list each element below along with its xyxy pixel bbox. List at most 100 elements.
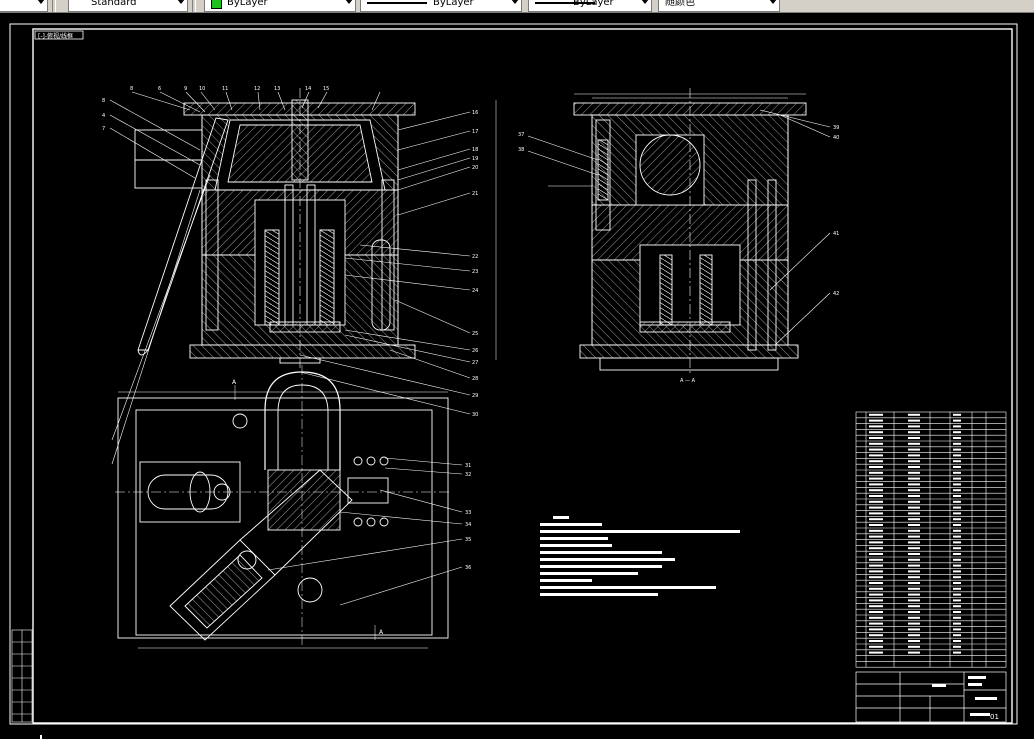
chevron-down-icon[interactable] — [511, 0, 519, 4]
parts-list-cell-text — [953, 541, 961, 544]
parts-list-cell-text — [908, 640, 920, 642]
parts-list-cell-text — [908, 564, 920, 567]
parts-list-cell-text — [953, 471, 961, 474]
parts-list-cell-text — [953, 506, 961, 509]
parts-list-cell-text — [953, 448, 961, 451]
leader-number: 4 — [102, 113, 105, 119]
parts-list-cell-text — [953, 570, 961, 573]
chevron-down-icon[interactable] — [769, 0, 777, 4]
front-section-view — [134, 88, 416, 370]
leader-number: 29 — [472, 393, 478, 399]
parts-list-cell-text — [869, 454, 883, 457]
leader-number: 26 — [472, 348, 478, 354]
parts-list-cell-text — [953, 645, 961, 648]
parts-list-cell-text — [869, 413, 883, 416]
parts-list-cell-text — [869, 605, 883, 608]
parts-list-cell-text — [869, 553, 883, 555]
parts-list-cell-text — [908, 454, 920, 457]
parts-list-cell-text — [953, 553, 961, 555]
leader-number: 11 — [222, 86, 228, 92]
parts-list-cell-text — [953, 500, 961, 503]
lineweight-sample-icon — [535, 2, 595, 4]
text-style-dropdown[interactable]: Standard — [68, 0, 188, 12]
parts-list-cell-text — [953, 477, 961, 480]
linetype-value: ByLayer — [433, 0, 474, 8]
leader-number: 7 — [102, 126, 105, 132]
lineweight-value: ByLayer — [573, 0, 614, 8]
leader-number: 27 — [472, 360, 478, 366]
viewport-label: [-]-俯视/线框 — [34, 30, 84, 40]
parts-list-cell-text — [869, 489, 883, 492]
parts-list-cell-text — [908, 500, 920, 503]
leader-number: 33 — [465, 510, 471, 516]
parts-list-cell-text — [908, 541, 920, 544]
parts-list-cell-text — [869, 634, 883, 637]
technical-notes — [540, 516, 740, 596]
plotstyle-control-dropdown[interactable]: 随颜色 — [658, 0, 780, 12]
parts-list-cell-text — [908, 587, 920, 590]
drawing-frame — [9, 23, 1018, 725]
leader-number: 42 — [833, 291, 839, 297]
parts-list-cell-text — [953, 616, 961, 619]
title-block-text: 01 — [932, 676, 999, 721]
chevron-down-icon[interactable] — [641, 0, 649, 4]
parts-list-cell-text — [908, 616, 920, 619]
parts-list-cell-text — [953, 640, 961, 642]
parts-list-cell-text — [953, 442, 961, 445]
leader-number: 19 — [472, 156, 478, 162]
section-mark: A — [232, 379, 237, 386]
parts-list-cell-text — [908, 535, 920, 538]
parts-list-cell-text — [908, 425, 920, 428]
parts-list-cell-text — [908, 634, 920, 637]
parts-list-cell-text — [953, 587, 961, 590]
parts-list-cell-text — [953, 547, 961, 550]
toolbar-separator — [52, 0, 56, 12]
leader-number: 31 — [465, 463, 471, 469]
parts-list-cell-text — [953, 483, 961, 486]
chevron-down-icon[interactable] — [37, 0, 45, 4]
title-block — [855, 671, 1007, 723]
parts-list-cell-text — [953, 431, 961, 434]
linetype-control-dropdown[interactable]: ByLayer — [360, 0, 522, 12]
drawing-svg: [-]-俯视/线框 — [9, 23, 1018, 725]
leader-number: 20 — [472, 165, 478, 171]
toolbar-dropdown-cut[interactable] — [0, 0, 48, 12]
drawing-canvas[interactable]: [-]-俯视/线框 — [0, 13, 1034, 739]
parts-list-cell-text — [869, 460, 883, 463]
parts-list-cell-text — [908, 582, 920, 584]
color-value: ByLayer — [227, 0, 268, 8]
leader-number: 23 — [472, 269, 478, 275]
parts-list-cell-text — [908, 512, 920, 515]
parts-list-cell-text — [869, 529, 883, 532]
leader-number: 6 — [158, 86, 161, 92]
lineweight-control-dropdown[interactable]: ByLayer — [528, 0, 652, 12]
leader-number: 8 — [102, 98, 105, 104]
parts-list-cell-text — [908, 645, 920, 648]
parts-list-cell-text — [869, 506, 883, 509]
chevron-down-icon[interactable] — [177, 0, 185, 4]
parts-list-cell-text — [908, 599, 920, 602]
plan-view — [115, 365, 450, 649]
color-control-dropdown[interactable]: ByLayer — [204, 0, 356, 12]
chevron-down-icon[interactable] — [345, 0, 353, 4]
parts-list-cell-text — [953, 425, 961, 428]
leader-number: 18 — [472, 147, 478, 153]
parts-list-cell-text — [953, 564, 961, 567]
side-view-numbers: 37 38 39 40 41 42 — [518, 125, 839, 297]
drawing-number: 01 — [990, 713, 999, 721]
parts-list-cell-text — [908, 448, 920, 451]
parts-list-cell-text — [953, 413, 961, 416]
parts-list-cell-text — [908, 570, 920, 573]
parts-list-cell-text — [869, 640, 883, 642]
parts-list-cell-text — [908, 506, 920, 509]
parts-list-cell-text — [869, 645, 883, 648]
parts-list-cell-text — [869, 558, 883, 561]
parts-list-cell-text — [953, 529, 961, 532]
viewport-label-text: [-]-俯视/线框 — [38, 32, 73, 40]
parts-list-cell-text — [869, 651, 883, 654]
parts-list-cell-text — [908, 518, 920, 521]
parts-list-cell-text — [953, 524, 961, 526]
parts-list-cell-text — [869, 442, 883, 445]
parts-list-cell-text — [908, 628, 920, 631]
leader-number: 14 — [305, 86, 311, 92]
